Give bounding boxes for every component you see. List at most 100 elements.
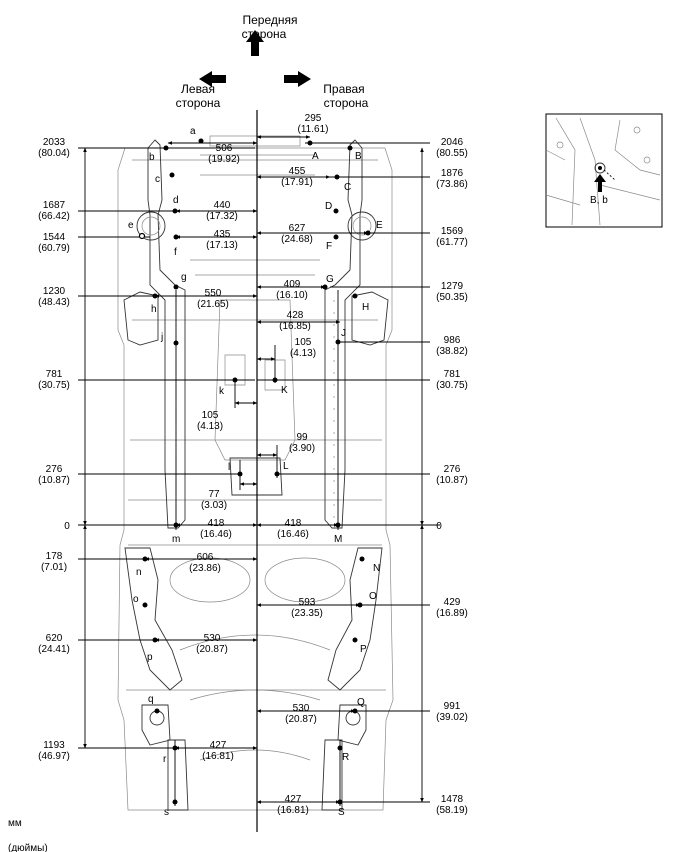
- height-1569-in: (61.77): [436, 237, 468, 248]
- measurement-points: [138, 138, 371, 805]
- right-height-labels: 2046 (80.55) 1876 (73.86) 1569 (61.77) 1…: [436, 137, 468, 816]
- height-991-in: (39.02): [436, 712, 468, 723]
- point-c: c: [155, 174, 160, 185]
- width-593-in: (23.35): [291, 608, 323, 619]
- height-781-right-in: (30.75): [436, 380, 468, 391]
- width-99: 99: [296, 432, 308, 443]
- height-2046-in: (80.55): [436, 148, 468, 159]
- width-606: 606: [197, 552, 214, 563]
- left-arrow-icon: [199, 71, 226, 87]
- width-428-in: (16.85): [279, 321, 311, 332]
- units-mm: мм: [8, 818, 22, 829]
- height-276-right-in: (10.87): [436, 475, 468, 486]
- point-m: m: [172, 534, 180, 545]
- point-H: H: [362, 302, 369, 313]
- height-986: 986: [444, 335, 461, 346]
- width-427-left: 427: [210, 740, 227, 751]
- width-428: 428: [287, 310, 304, 321]
- width-427-right: 427: [285, 794, 302, 805]
- width-627-in: (24.68): [281, 234, 313, 245]
- height-1687: 1687: [43, 200, 66, 211]
- height-1478: 1478: [441, 794, 464, 805]
- inset-arrow-icon: [594, 174, 606, 192]
- width-427-right-in: (16.81): [277, 805, 309, 816]
- width-418-right-in: (16.46): [277, 529, 309, 540]
- height-178: 178: [46, 551, 63, 562]
- width-418-right: 418: [285, 518, 302, 529]
- direction-header: Передняя сторона Левая сторона Правая ст…: [176, 13, 369, 110]
- height-1876-in: (73.86): [436, 179, 468, 190]
- point-G: G: [326, 274, 334, 285]
- height-1544: 1544: [43, 232, 66, 243]
- point-M: M: [334, 534, 342, 545]
- point-s: s: [164, 807, 169, 818]
- point-L: L: [283, 461, 289, 472]
- point-B: B: [355, 151, 362, 162]
- height-429-in: (16.89): [436, 608, 468, 619]
- width-418-left: 418: [208, 518, 225, 529]
- height-276-left: 276: [46, 464, 63, 475]
- width-593: 593: [299, 597, 316, 608]
- height-1569: 1569: [441, 226, 464, 237]
- height-276-left-in: (10.87): [38, 475, 70, 486]
- point-e: e: [128, 220, 134, 231]
- width-409-in: (16.10): [276, 290, 308, 301]
- left-point-labels: a b c d e f g h j k l m n o p q r s: [128, 126, 230, 818]
- width-506: 506: [216, 143, 233, 154]
- height-178-in: (7.01): [41, 562, 67, 573]
- height-2033: 2033: [43, 137, 66, 148]
- width-530-left-in: (20.87): [196, 644, 228, 655]
- vehicle-underbody-outline: [117, 135, 394, 811]
- point-Q: Q: [357, 697, 365, 708]
- height-620: 620: [46, 633, 63, 644]
- height-2046: 2046: [441, 137, 464, 148]
- width-530-left: 530: [204, 633, 221, 644]
- height-620-in: (24.41): [38, 644, 70, 655]
- point-R: R: [342, 752, 349, 763]
- width-435-in: (17.13): [206, 240, 238, 251]
- point-d: d: [173, 195, 179, 206]
- width-dimension-lines: [144, 135, 369, 806]
- width-409: 409: [284, 279, 301, 290]
- width-77-in: (3.03): [201, 500, 227, 511]
- left-side-label-2: сторона: [176, 96, 221, 110]
- point-D: D: [325, 201, 332, 212]
- width-627: 627: [289, 223, 306, 234]
- width-455: 455: [289, 166, 306, 177]
- height-781-left-in: (30.75): [38, 380, 70, 391]
- inset-point-label: B, b: [590, 195, 608, 206]
- height-1876: 1876: [441, 168, 464, 179]
- width-530-right: 530: [293, 703, 310, 714]
- point-N: N: [373, 563, 380, 574]
- point-b: b: [149, 152, 155, 163]
- width-105-right-in: (4.13): [290, 348, 316, 359]
- left-side-label-1: Левая: [181, 82, 215, 96]
- point-P: P: [360, 644, 367, 655]
- height-781-right: 781: [444, 369, 461, 380]
- units-inches: (дюймы): [8, 843, 48, 852]
- point-E: E: [376, 220, 383, 231]
- height-1193-in: (46.97): [38, 751, 70, 762]
- width-435: 435: [214, 229, 231, 240]
- height-1687-in: (66.42): [38, 211, 70, 222]
- point-h: h: [151, 304, 157, 315]
- width-550-in: (21.65): [197, 299, 229, 310]
- point-j: j: [160, 332, 163, 343]
- point-a: a: [190, 126, 196, 137]
- point-p: p: [147, 652, 153, 663]
- height-986-in: (38.82): [436, 346, 468, 357]
- width-105-left-in: (4.13): [197, 421, 223, 432]
- height-1279-in: (50.35): [436, 292, 468, 303]
- point-r: r: [163, 754, 167, 765]
- point-A: A: [312, 151, 319, 162]
- height-1230: 1230: [43, 286, 66, 297]
- point-k: k: [219, 386, 225, 397]
- height-0-right: 0: [436, 521, 442, 532]
- point-K: K: [281, 385, 288, 396]
- width-550: 550: [205, 288, 222, 299]
- height-1193: 1193: [43, 740, 65, 751]
- width-606-in: (23.86): [189, 563, 221, 574]
- width-530-right-in: (20.87): [285, 714, 317, 725]
- point-O: O: [369, 591, 377, 602]
- point-C: C: [344, 182, 351, 193]
